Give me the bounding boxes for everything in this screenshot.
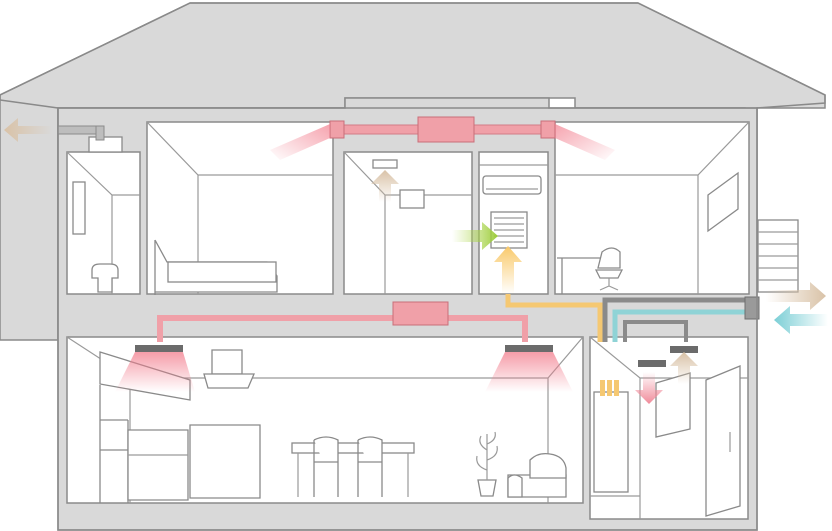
ceiling-diffuser-icon — [638, 360, 666, 367]
shoe-closet — [594, 380, 628, 492]
living-dining-room — [67, 337, 583, 503]
ceiling-diffuser-icon — [373, 160, 397, 168]
upper-middle-room — [344, 152, 472, 294]
exterior-louver-icon — [758, 220, 798, 292]
fresh-air-inlet-arrow — [774, 306, 828, 334]
return-grille-icon — [491, 212, 527, 248]
upper-left-room — [67, 137, 140, 294]
window — [400, 190, 424, 208]
kitchen-island — [190, 425, 260, 498]
air-conditioner-icon — [483, 176, 541, 194]
window — [73, 182, 85, 234]
rooftop-duct-box — [89, 137, 122, 152]
entrance-room — [590, 337, 748, 519]
ceiling-diffuser-icon — [135, 345, 183, 352]
ventilation-unit-icon — [418, 117, 474, 142]
ventilation-unit-icon — [393, 302, 448, 325]
door-icon — [706, 366, 740, 516]
ceiling-diffuser-icon — [505, 345, 553, 352]
ceiling-diffuser-icon — [670, 346, 698, 353]
